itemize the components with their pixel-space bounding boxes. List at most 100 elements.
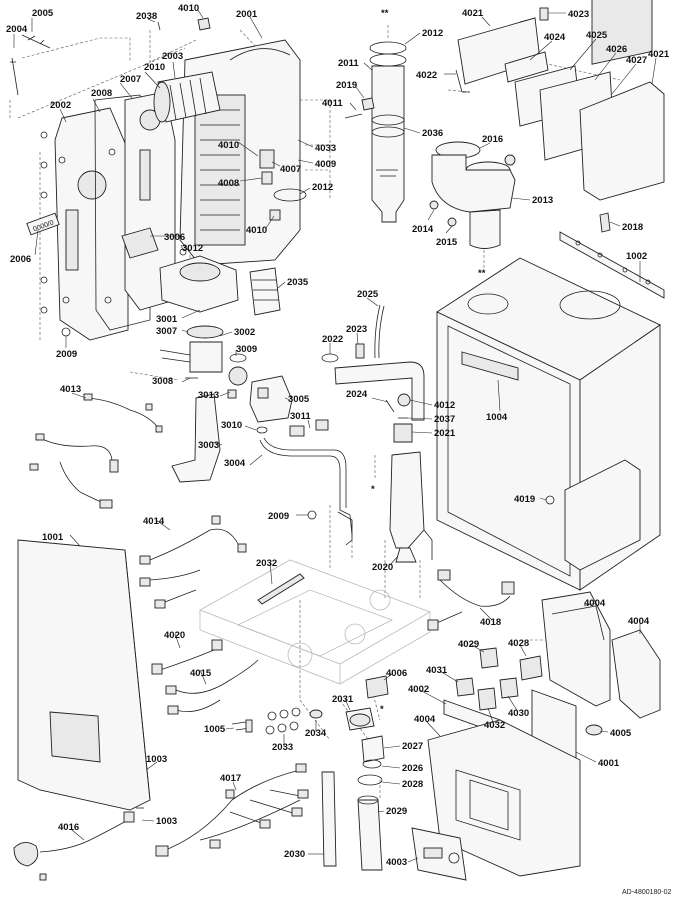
callout-2007: 2007 [120, 74, 141, 85]
callout-star: * [380, 704, 384, 715]
callout-2013: 2013 [532, 195, 553, 206]
callout-2026: 2026 [402, 763, 423, 774]
callout-1003: 1003 [146, 754, 167, 765]
callout-2024: 2024 [346, 389, 368, 400]
callout-2006: 2006 [10, 254, 31, 265]
leader-lines [13, 9, 657, 863]
callout-3004: 3004 [224, 458, 246, 469]
callout-4030: 4030 [508, 708, 529, 719]
callout-2034: 2034 [305, 728, 327, 739]
callout-3006: 3006 [164, 232, 185, 243]
callout-4006: 4006 [386, 668, 407, 679]
callout-4028: 4028 [508, 638, 529, 649]
callout-3007: 3007 [156, 326, 177, 337]
gas-valve [249, 375, 293, 423]
callout-4014: 4014 [143, 516, 165, 527]
flue-pipe [371, 65, 405, 223]
callout-4005: 4005 [610, 728, 632, 739]
callout-3001: 3001 [156, 314, 178, 325]
callout-2004: 2004 [6, 24, 28, 35]
washer-plate: 0000/0 [26, 212, 60, 236]
callout-2001: 2001 [236, 9, 258, 20]
callout-4004: 4004 [584, 598, 606, 609]
callout-1005: 1005 [204, 724, 226, 735]
callout-4015: 4015 [190, 668, 212, 679]
callout-1002: 1002 [626, 251, 647, 262]
callout-4016: 4016 [58, 822, 79, 833]
callout-4029: 4029 [458, 639, 479, 650]
base-frame [199, 559, 431, 685]
flue-group [344, 41, 516, 249]
callout-star: * [371, 484, 375, 495]
callout-2030: 2030 [284, 849, 305, 860]
control-unit-lower [411, 591, 661, 881]
callout-4019: 4019 [514, 494, 535, 505]
callout-2020: 2020 [372, 562, 393, 573]
callout-4002: 4002 [408, 684, 429, 695]
callout-4021: 4021 [462, 8, 484, 19]
callout-4020: 4020 [164, 630, 185, 641]
gas-pipe [171, 393, 221, 483]
callout-2003: 2003 [162, 51, 183, 62]
callout-4009: 4009 [315, 159, 336, 170]
callout-1003: 1003 [156, 816, 177, 827]
callout-2038: 2038 [136, 11, 157, 22]
callout-2022: 2022 [322, 334, 343, 345]
callout-2008: 2008 [91, 88, 112, 99]
callout-4012: 4012 [434, 400, 455, 411]
callout-4010: 4010 [246, 225, 267, 236]
front-cover-plate [54, 107, 129, 341]
callout-3013: 3013 [198, 390, 219, 401]
callout-4008: 4008 [218, 178, 239, 189]
callout-4024: 4024 [544, 32, 566, 43]
boiler-casing [436, 257, 661, 591]
callout-4001: 4001 [598, 758, 620, 769]
callout-4018: 4018 [480, 617, 501, 628]
hydraulic-group [307, 304, 433, 563]
callout-1004: 1004 [486, 412, 508, 423]
callout-3011: 3011 [290, 411, 311, 422]
callout-4013: 4013 [60, 384, 81, 395]
front-panel [17, 539, 151, 811]
callout-4027: 4027 [626, 55, 647, 66]
callout-2033: 2033 [272, 742, 293, 753]
callout-2011: 2011 [338, 58, 359, 69]
callout-2012: 2012 [422, 28, 443, 39]
callout-4004: 4004 [414, 714, 436, 725]
callout-4010: 4010 [178, 3, 199, 14]
callout-2018: 2018 [622, 222, 643, 233]
callout-1001: 1001 [42, 532, 64, 543]
callout-2021: 2021 [434, 428, 456, 439]
callout-3003: 3003 [198, 440, 219, 451]
callout-4017: 4017 [220, 773, 241, 784]
callout-3010: 3010 [221, 420, 242, 431]
callout-2037: 2037 [434, 414, 455, 425]
callout-4026: 4026 [606, 44, 627, 55]
callout-4021: 4021 [648, 49, 670, 60]
callout-2019: 2019 [336, 80, 357, 91]
callout-2025: 2025 [357, 289, 379, 300]
callout-4004: 4004 [628, 616, 650, 627]
callout-2005: 2005 [32, 8, 54, 19]
flue-adaptor [431, 154, 516, 213]
callout-4003: 4003 [386, 857, 407, 868]
callout-2015: 2015 [436, 237, 458, 248]
callout-2002: 2002 [50, 100, 71, 111]
callout-3002: 3002 [234, 327, 255, 338]
ignition-electrode [21, 34, 51, 49]
callout-2009: 2009 [268, 511, 289, 522]
callout-3012: 3012 [182, 243, 203, 254]
callout-2023: 2023 [346, 324, 367, 335]
callout-4023: 4023 [568, 9, 589, 20]
callout-2012: 2012 [312, 182, 333, 193]
control-box-top [455, 0, 665, 299]
callout-4007: 4007 [280, 164, 301, 175]
callout-2036: 2036 [422, 128, 443, 139]
drawing-reference: AD-4800180-02 [622, 889, 672, 896]
control-box-housing [579, 81, 665, 201]
callout-3009: 3009 [236, 344, 257, 355]
callout-labels: 2005 2004 2038 4010 2001 2003 2010 2007 … [6, 3, 670, 868]
callout-3005: 3005 [288, 394, 310, 405]
callout-3008: 3008 [152, 376, 173, 387]
